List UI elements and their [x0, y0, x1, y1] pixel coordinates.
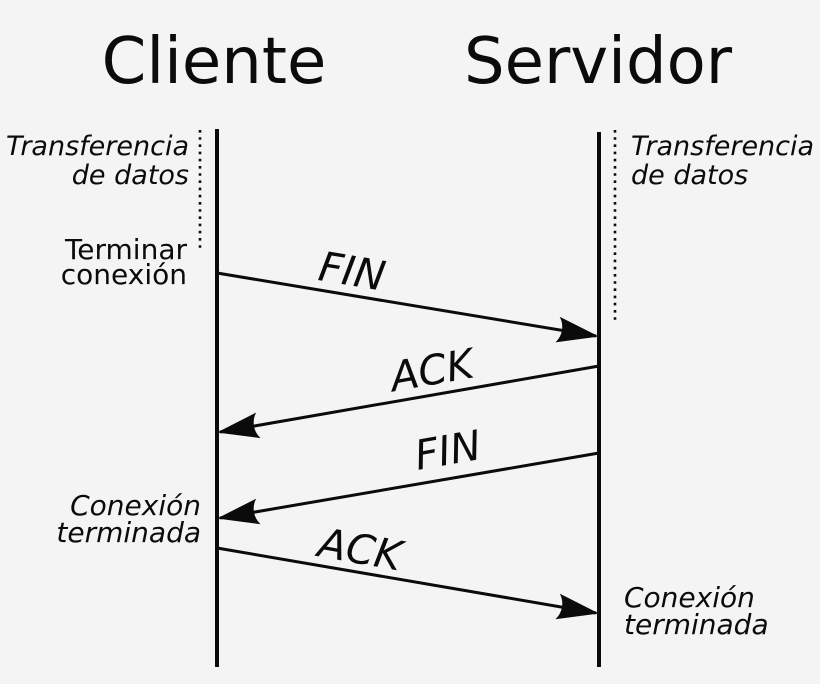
- server-connection-terminated-label: Conexión terminada: [624, 581, 769, 641]
- client-data-transfer-label-line1: Transferencia: [5, 131, 189, 162]
- ack-arrow-client-to-server: [216, 546, 599, 620]
- client-connection-terminated-line2: terminada: [56, 516, 201, 549]
- server-data-transfer-label-line2: de datos: [631, 160, 749, 191]
- client-connection-terminated-label: Conexión terminada: [56, 489, 201, 549]
- client-data-transfer-label: Transferencia de datos: [6, 132, 189, 190]
- ack-arrow-server-to-client: [217, 364, 600, 439]
- fin-arrow-server-to-client: [217, 451, 600, 525]
- server-data-transfer-label: Transferencia de datos: [631, 132, 814, 190]
- actor-title-client: Cliente: [101, 25, 327, 99]
- actor-title-server: Servidor: [463, 25, 733, 99]
- terminate-connection-label-line2: conexión: [60, 258, 187, 291]
- server-data-transfer-label-line1: Transferencia: [631, 131, 815, 162]
- terminate-connection-label-line1: Terminar: [64, 233, 187, 266]
- message-label-fin-2: FIN: [411, 421, 485, 480]
- client-connection-terminated-line1: Conexión: [70, 489, 201, 522]
- fin-arrow-client-to-server: [216, 271, 599, 343]
- server-connection-terminated-line2: terminada: [624, 608, 769, 641]
- message-label-fin-1: FIN: [315, 242, 389, 301]
- terminate-connection-label: Terminar conexión: [60, 233, 187, 291]
- client-data-transfer-label-line2: de datos: [71, 160, 189, 191]
- server-connection-terminated-line1: Conexión: [624, 581, 755, 614]
